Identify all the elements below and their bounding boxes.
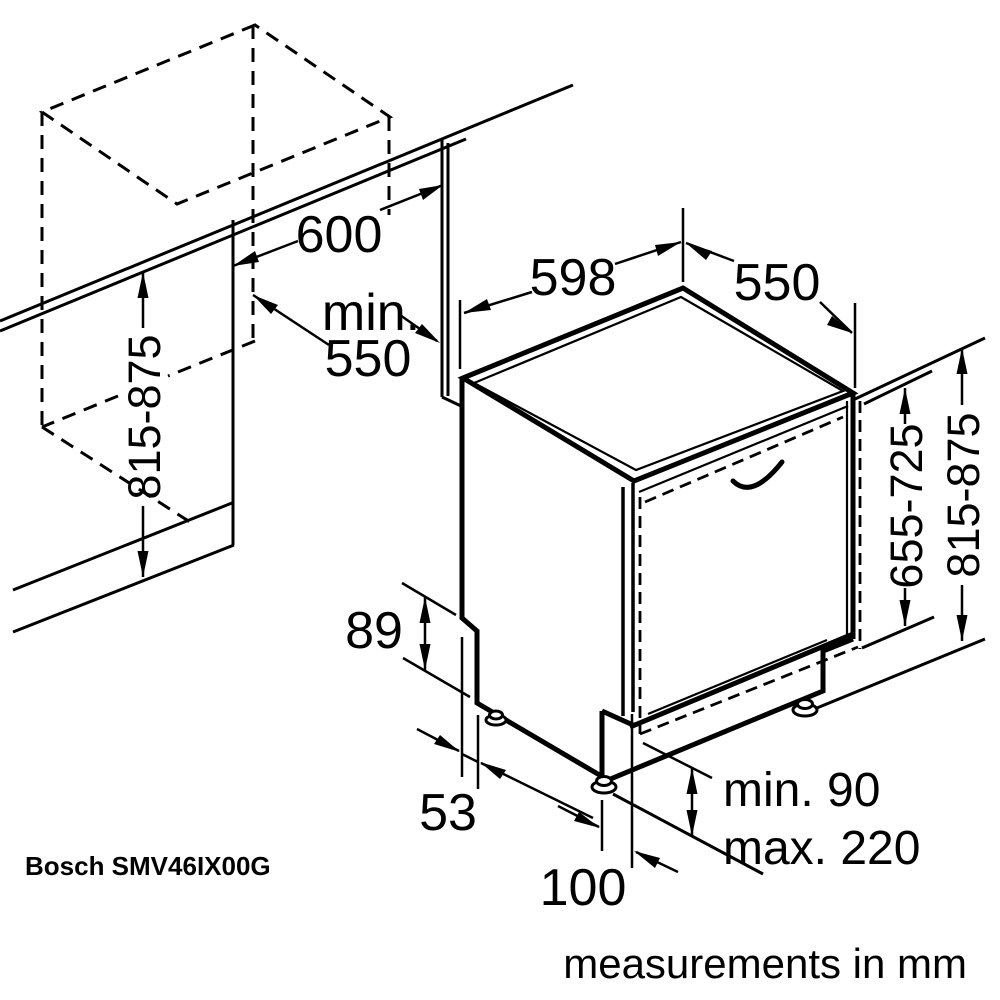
dishwasher-detail-lines	[471, 295, 849, 716]
units-note: measurements in mm	[563, 940, 967, 987]
label-niche-height-left: 815-875	[119, 334, 170, 499]
foot-rear-cap	[488, 709, 504, 721]
dim-line-plinth-recess-depth	[557, 714, 679, 874]
dishwasher-body	[457, 285, 859, 783]
label-plinth-recess-depth: 100	[540, 859, 627, 917]
top-face-inner-border	[471, 295, 846, 472]
foot-front-cap	[595, 775, 613, 787]
worktop-right-edge	[854, 336, 986, 406]
dishwasher-hidden-edges	[638, 401, 862, 736]
door-bottom-extension-line	[861, 615, 935, 650]
dishwasher-top-face	[457, 285, 859, 484]
niche-box-top-face	[38, 23, 394, 206]
furniture-door-dashed-outline	[638, 401, 862, 736]
adjustable-feet	[484, 698, 819, 795]
label-appliance-height-right: 815-875	[938, 412, 989, 577]
floor-left-lines	[12, 501, 235, 634]
label-rear-recess-height: 89	[345, 602, 403, 660]
dishwasher-base-left-piece	[599, 708, 635, 779]
foot-right-cap	[796, 698, 814, 710]
label-niche-width: 600	[296, 206, 383, 264]
worktop-left-edge	[0, 83, 574, 333]
niche-box-bottom-edges	[41, 339, 256, 524]
front-corner-double-edge	[621, 483, 635, 716]
dim-line-appliance-width	[458, 208, 685, 369]
model-label: Bosch SMV46IX00G	[25, 851, 271, 881]
cabinet-side-panel	[440, 140, 462, 408]
door-top-inner-line	[638, 404, 849, 494]
label-niche-depth-value: 550	[325, 330, 412, 388]
niche-dashed-box	[38, 23, 394, 524]
base-top-seam	[647, 638, 828, 716]
dim-line-plinth-height	[642, 741, 713, 836]
door-handle-recess	[730, 459, 785, 490]
dishwasher-front-corner-edges	[621, 483, 635, 716]
cabinet-structure	[0, 83, 986, 876]
label-niche-depth-prefix: min.	[322, 284, 420, 342]
label-plinth-height-max: max. 220	[723, 822, 920, 875]
label-appliance-width: 598	[530, 249, 617, 307]
label-furniture-door-height: 655-725	[881, 423, 932, 588]
dishwasher-door-bottom-edge	[629, 631, 854, 730]
label-plinth-height-min: min. 90	[723, 764, 880, 817]
niche-box-vertical-edges	[40, 25, 391, 427]
dimension-labels: 600 min. 550 815-875 598 550 655-725 815…	[119, 206, 989, 917]
dishwasher-back-edge-and-base	[459, 379, 854, 783]
floor-front-line	[612, 792, 764, 876]
label-rear-recess-depth: 53	[419, 784, 477, 842]
floor-right-line	[811, 637, 986, 712]
label-appliance-top-depth: 550	[734, 254, 821, 312]
